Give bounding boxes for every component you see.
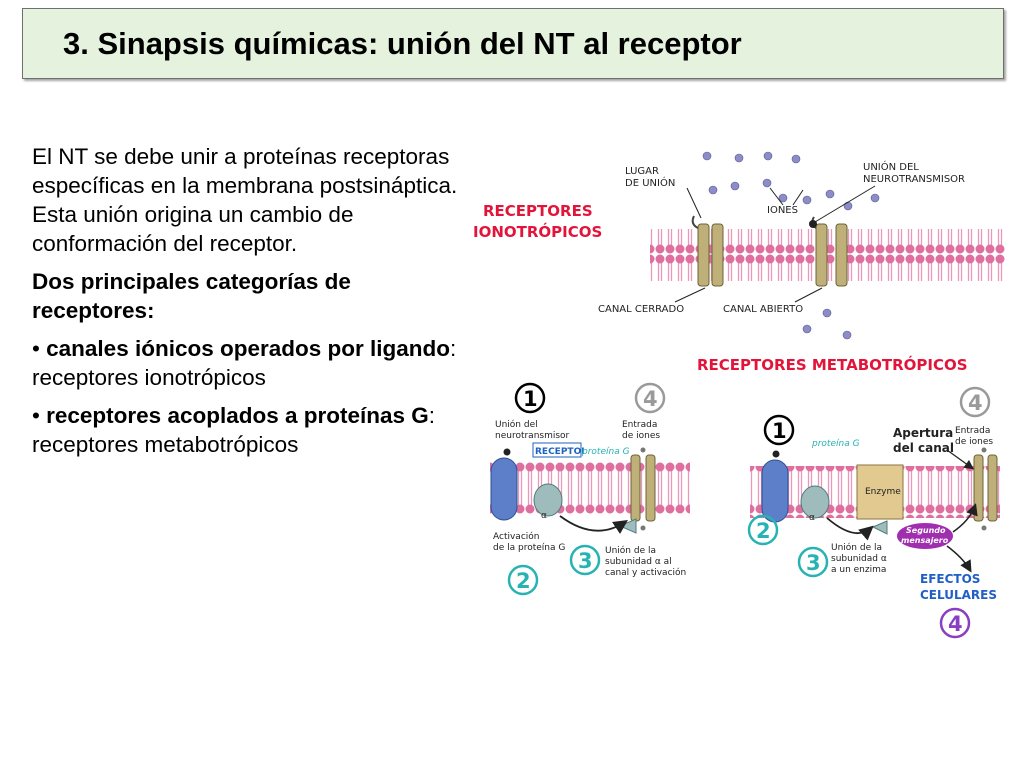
bullet-metabotropic-bold: receptores acoplados a proteínas G	[46, 403, 429, 428]
right-apertura-1: Apertura	[893, 426, 953, 440]
bullet-metabotropic-rest: : receptores metabotrópicos	[32, 403, 436, 457]
right-segundo-2: mensajero	[901, 536, 949, 545]
ionotropic-heading-line2: IONOTRÓPICOS	[473, 222, 602, 241]
right-union-sub-3: a un enzima	[831, 565, 886, 575]
left-union-sub-3: canal y activación	[605, 567, 686, 578]
right-number-4-bottom: 4	[948, 612, 963, 636]
right-union-sub-1: Unión de la	[831, 542, 882, 553]
left-g-protein	[533, 483, 563, 517]
ionotropic-heading-line1: RECEPTORES	[483, 202, 593, 220]
title-banner: 3. Sinapsis químicas: unión del NT al re…	[22, 8, 1004, 79]
left-entrada-2: de iones	[622, 431, 660, 441]
right-entrada-1: Entrada	[955, 426, 990, 436]
label-union-2: NEUROTRANSMISOR	[863, 174, 965, 185]
bullet-ionotropic-rest: : receptores ionotrópicos	[32, 336, 457, 390]
categories-heading: Dos principales categorías de receptores…	[32, 269, 351, 323]
slide-title: 3. Sinapsis químicas: unión del NT al re…	[63, 26, 742, 61]
enzyme-shape	[856, 464, 904, 520]
receptor-diagram: RECEPTORES IONOTRÓPICOS LUGAR DE UNIÓN U	[473, 151, 1005, 639]
left-union-2: neurotransmisor	[495, 431, 570, 441]
bullet-metabotropic: • receptores acoplados a proteínas G: re…	[32, 403, 436, 457]
left-receptor-shape	[490, 457, 518, 521]
label-canal-cerrado: CANAL CERRADO	[598, 304, 684, 315]
right-enzyme-label: Enzyme	[865, 487, 901, 497]
right-efectos-2: CELULARES	[920, 588, 997, 602]
left-receptor-label: RECEPTOI	[535, 447, 585, 457]
right-alpha: α	[809, 513, 815, 523]
right-proteina-g-label: proteína G	[811, 439, 860, 449]
label-lugar-1: LUGAR	[625, 166, 659, 177]
right-number-4-top: 4	[968, 391, 983, 415]
left-number-4: 4	[643, 387, 658, 411]
text-column: El NT se debe unir a proteínas receptora…	[32, 142, 458, 468]
second-messenger	[897, 523, 953, 549]
left-activacion-2: de la proteína G	[493, 543, 565, 553]
right-efectos-1: EFECTOS	[920, 572, 980, 586]
intro-paragraph: El NT se debe unir a proteínas receptora…	[32, 144, 458, 256]
left-alpha: α	[541, 511, 547, 521]
closed-channel	[691, 215, 724, 287]
bullet-ionotropic: • canales iónicos operados por ligando: …	[32, 336, 457, 390]
metabotropic-left-panel: 1 4 Unión del neurotransmisor Entrada de…	[490, 382, 690, 596]
left-membrane	[490, 462, 690, 514]
label-lugar-2: DE UNIÓN	[625, 176, 675, 189]
left-entrada-1: Entrada	[622, 420, 657, 430]
left-number-1: 1	[523, 387, 538, 411]
left-union-sub-1: Unión de la	[605, 545, 656, 556]
left-union-1: Unión del	[495, 419, 538, 430]
metabotropic-right-panel: 1 4 proteína G Apertura del canal Entrad…	[747, 386, 1000, 639]
right-g-protein	[800, 485, 830, 519]
metabotropic-heading: RECEPTORES METABOTRÓPICOS	[697, 355, 968, 374]
left-activacion-1: Activación	[493, 531, 539, 542]
right-entrada-2: de iones	[955, 437, 993, 447]
left-number-3: 3	[578, 549, 593, 573]
ions	[702, 151, 880, 340]
label-canal-abierto: CANAL ABIERTO	[723, 304, 803, 315]
left-proteina-g-label: proteína G	[581, 447, 630, 457]
left-number-2: 2	[516, 569, 531, 593]
label-union-1: UNIÓN DEL	[863, 160, 919, 173]
label-iones: IONES	[767, 205, 798, 216]
left-union-sub-2: subunidad α al	[605, 557, 672, 567]
right-receptor-shape	[761, 459, 789, 523]
right-segundo-1: Segundo	[906, 526, 946, 535]
right-apertura-2: del canal	[893, 441, 954, 455]
right-number-1: 1	[772, 419, 787, 443]
ionotropic-panel: RECEPTORES IONOTRÓPICOS LUGAR DE UNIÓN U	[473, 151, 1005, 340]
right-number-3: 3	[806, 551, 821, 575]
bullet-ionotropic-bold: canales iónicos operados por ligando	[46, 336, 450, 361]
right-union-sub-2: subunidad α	[831, 554, 887, 564]
right-number-2: 2	[756, 519, 771, 543]
